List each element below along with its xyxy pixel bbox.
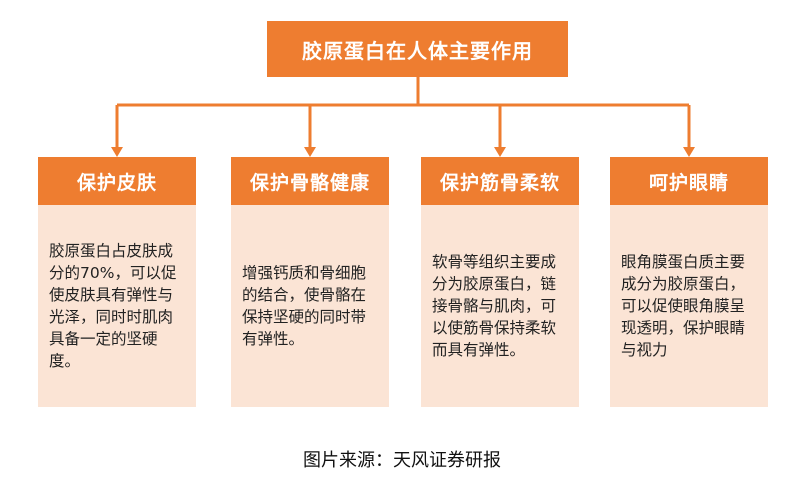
card-header: 保护筋骨柔软 [421,157,579,205]
card-protect-skin: 保护皮肤 胶原蛋白占皮肤成分的70%，可以促使皮肤具有弹性与光泽，同时时肌肉具备… [38,157,196,407]
card-text: 增强钙质和骨细胞的结合，使骨骼在保持坚硬的同时带有弹性。 [242,264,367,348]
arrowhead-3 [494,147,506,157]
source-caption: 图片来源：天风证券研报 [303,450,501,471]
card-body: 眼角膜蛋白质主要成分为胶原蛋白，可以促使眼角膜呈现透明，保护眼睛与视力 [610,205,768,407]
arrowhead-4 [683,147,695,157]
card-text: 眼角膜蛋白质主要成分为胶原蛋白，可以促使眼角膜呈现透明，保护眼睛与视力 [621,253,746,359]
card-text: 胶原蛋白占皮肤成分的70%，可以促使皮肤具有弹性与光泽，同时时肌肉具备一定的坚硬… [49,242,177,370]
diagram-title: 胶原蛋白在人体主要作用 [267,21,568,77]
card-protect-eyes: 呵护眼睛 眼角膜蛋白质主要成分为胶原蛋白，可以促使眼角膜呈现透明，保护眼睛与视力 [610,157,768,407]
arrowhead-2 [304,147,316,157]
card-header: 保护骨骼健康 [231,157,389,205]
card-body: 增强钙质和骨细胞的结合，使骨骼在保持坚硬的同时带有弹性。 [231,205,389,407]
arrowhead-1 [111,147,123,157]
card-body: 软骨等组织主要成分为胶原蛋白，链接骨骼与肌肉，可以使筋骨保持柔软而具有弹性。 [421,205,579,407]
card-text: 软骨等组织主要成分为胶原蛋白，链接骨骼与肌肉，可以使筋骨保持柔软而具有弹性。 [432,253,557,359]
card-body: 胶原蛋白占皮肤成分的70%，可以促使皮肤具有弹性与光泽，同时时肌肉具备一定的坚硬… [38,205,196,407]
card-header: 呵护眼睛 [610,157,768,205]
card-header: 保护皮肤 [38,157,196,205]
card-protect-tendons: 保护筋骨柔软 软骨等组织主要成分为胶原蛋白，链接骨骼与肌肉，可以使筋骨保持柔软而… [421,157,579,407]
card-protect-bones: 保护骨骼健康 增强钙质和骨细胞的结合，使骨骼在保持坚硬的同时带有弹性。 [231,157,389,407]
